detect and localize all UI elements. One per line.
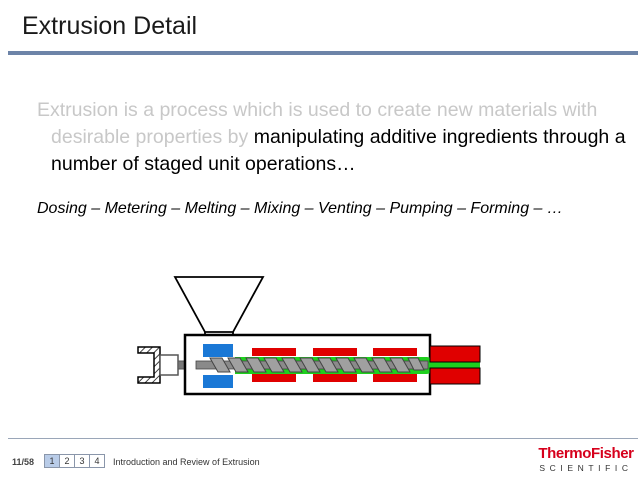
- page-indicator: 11/58: [12, 457, 35, 467]
- intro-text-faded: Extrusion is a process which is used to …: [37, 99, 598, 148]
- footer-divider: [8, 438, 638, 439]
- die: [429, 345, 481, 385]
- logo-subtitle: SCIENTIFIC: [539, 463, 633, 473]
- page-nav-button-2[interactable]: 2: [59, 454, 75, 468]
- heater-bands: [252, 348, 417, 382]
- section-title: Introduction and Review of Extrusion: [113, 457, 260, 467]
- page-nav-button-1[interactable]: 1: [44, 454, 60, 468]
- feed-zone: [203, 344, 233, 388]
- slide-title: Extrusion Detail: [22, 12, 198, 40]
- logo-wordmark: ThermoFisher: [538, 445, 634, 462]
- extruder-diagram: [137, 276, 481, 396]
- process-steps: Dosing – Metering – Melting – Mixing – V…: [37, 200, 563, 217]
- intro-paragraph: Extrusion is a process which is used to …: [37, 97, 636, 178]
- page-nav-button-3[interactable]: 3: [74, 454, 90, 468]
- title-divider: [8, 51, 638, 55]
- screw: [195, 357, 429, 373]
- company-logo: ThermoFisher SCIENTIFIC: [538, 446, 634, 474]
- intro-text-emphasis: manipulating additive ingredients throug…: [51, 126, 626, 175]
- page-nav: 1 2 3 4: [44, 454, 105, 468]
- page-nav-button-4[interactable]: 4: [89, 454, 105, 468]
